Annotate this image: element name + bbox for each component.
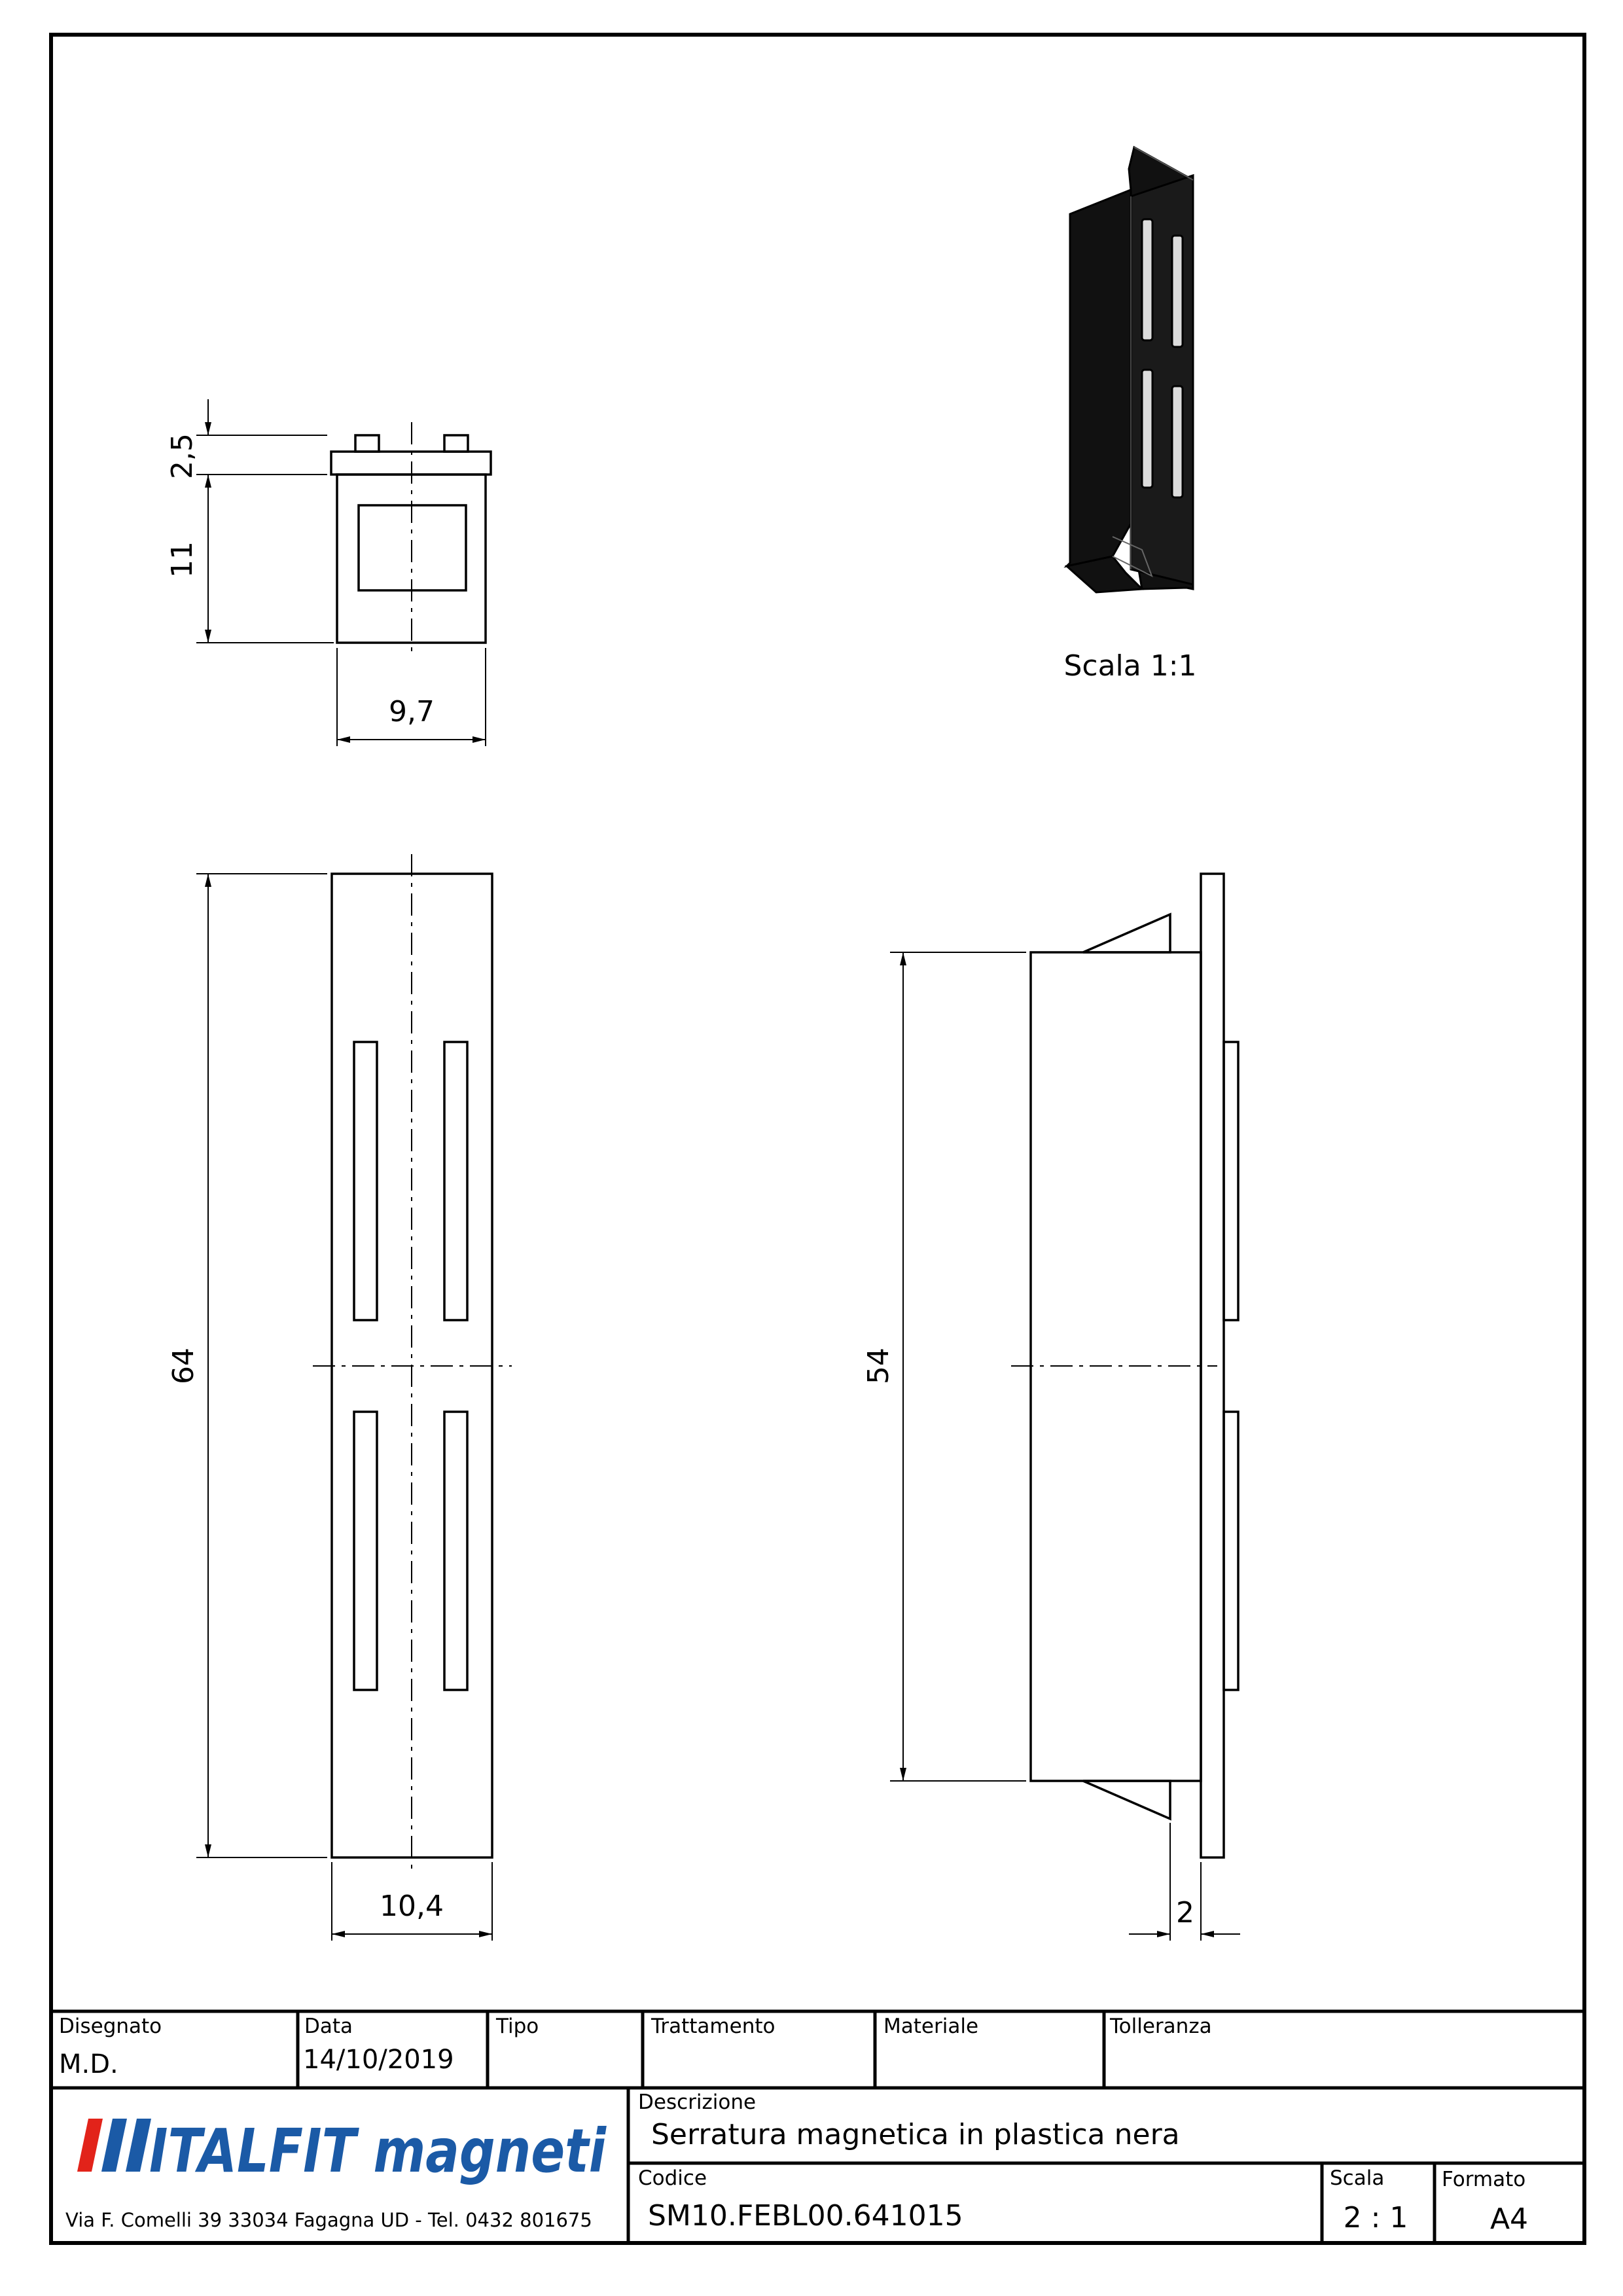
tb-materiale-label: Materiale [883, 2015, 978, 2038]
front-slot-upper-left [353, 1041, 378, 1321]
dim-top-height-upper: 2,5 [166, 433, 199, 479]
side-view: 54 2 [862, 872, 1240, 1941]
isometric-view: Scala 1:1 [1063, 145, 1197, 683]
tb-data-label: Data [304, 2015, 353, 2038]
tb-scala-value: 2 : 1 [1344, 2201, 1408, 2234]
company-logo: ITALFIT magneti [77, 2116, 607, 2186]
tb-scala-label: Scala [1330, 2166, 1384, 2190]
company-logo-text: ITALFIT magneti [149, 2116, 607, 2186]
iso-scale-label: Scala 1:1 [1063, 649, 1196, 683]
tb-tipo-label: Tipo [495, 2015, 539, 2038]
dim-top-width: 9,7 [389, 695, 435, 728]
dim-side-height: 54 [862, 1348, 895, 1384]
dim-front-height: 64 [167, 1348, 200, 1384]
front-view: 64 10,4 [167, 854, 512, 1941]
tb-disegnato-value: M.D. [59, 2049, 118, 2079]
title-block: Disegnato M.D. Data 14/10/2019 Tipo Trat… [51, 2009, 1584, 2243]
tb-descrizione-value: Serratura magnetica in plastica nera [651, 2118, 1180, 2151]
tb-codice-value: SM10.FEBL00.641015 [648, 2199, 963, 2233]
dim-top-height-lower: 11 [166, 541, 199, 578]
side-view-wedge-top [1082, 912, 1171, 954]
dim-side-flange: 2 [1176, 1896, 1194, 1929]
drawing-frame [49, 33, 1586, 2245]
side-view-boss-upper [1222, 1041, 1240, 1321]
front-slot-lower-right [443, 1410, 469, 1691]
iso-slots [1141, 218, 1184, 499]
side-view-wedge-bottom [1082, 1780, 1171, 1821]
tb-codice-label: Codice [638, 2166, 707, 2190]
tb-descrizione-label: Descrizione [638, 2090, 756, 2114]
tb-disegnato-label: Disegnato [59, 2015, 162, 2038]
tb-tolleranza-label: Tolleranza [1109, 2015, 1212, 2038]
front-slot-lower-left [353, 1410, 378, 1691]
iso-side-face [1063, 188, 1132, 568]
front-slot-upper-right [443, 1041, 469, 1321]
tb-formato-label: Formato [1442, 2168, 1525, 2191]
tb-formato-value: A4 [1490, 2202, 1528, 2236]
tb-data-value: 14/10/2019 [303, 2045, 454, 2075]
top-view-tab-right [443, 434, 469, 453]
top-view-tab-left [354, 434, 380, 453]
tb-trattamento-label: Trattamento [651, 2015, 775, 2038]
iso-front-face [1130, 173, 1194, 586]
company-address: Via F. Comelli 39 33034 Fagagna UD - Tel… [65, 2209, 592, 2231]
dim-front-width: 10,4 [380, 1890, 444, 1923]
top-view: 2,5 11 9,7 [166, 399, 492, 746]
side-view-boss-lower [1222, 1410, 1240, 1691]
